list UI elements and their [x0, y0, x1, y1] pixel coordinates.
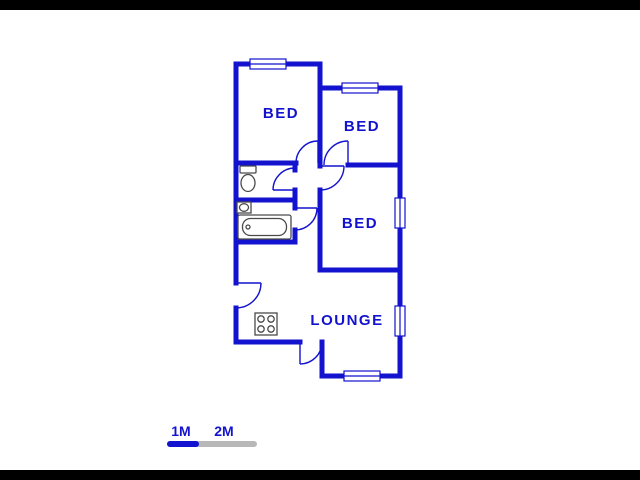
room-label-bed3: BED — [342, 215, 378, 232]
room-label-bed1: BED — [263, 105, 299, 122]
stove-icon — [254, 312, 278, 336]
door-arc — [299, 341, 323, 365]
room-label-bed2: BED — [344, 118, 380, 135]
door-arc — [323, 140, 349, 166]
scale-label-1m: 1M — [171, 423, 190, 439]
door-arc — [319, 165, 345, 191]
door-arc — [295, 140, 319, 164]
doors — [235, 140, 349, 365]
scale-label-2m: 2M — [214, 423, 233, 439]
door-arc — [294, 207, 318, 231]
door-arc — [235, 282, 262, 309]
window-marker — [343, 370, 381, 382]
window-marker — [394, 197, 406, 229]
sink-icon — [236, 201, 252, 214]
fixtures — [236, 165, 292, 336]
window-marker — [394, 305, 406, 337]
bottom-letterbox-bar — [0, 470, 640, 480]
door-arc — [272, 167, 296, 191]
room-label-lounge: LOUNGE — [310, 312, 383, 329]
scale-bar: 1M 2M — [167, 423, 257, 447]
scale-bar-blue-segment — [167, 441, 199, 447]
window-marker — [341, 82, 379, 94]
bathtub-icon — [237, 214, 292, 240]
window-marker — [249, 58, 287, 70]
top-letterbox-bar — [0, 0, 640, 10]
room-labels: BED BED BED LOUNGE — [263, 105, 383, 329]
toilet-icon — [239, 165, 257, 193]
windows — [249, 58, 406, 382]
walls — [233, 61, 403, 379]
